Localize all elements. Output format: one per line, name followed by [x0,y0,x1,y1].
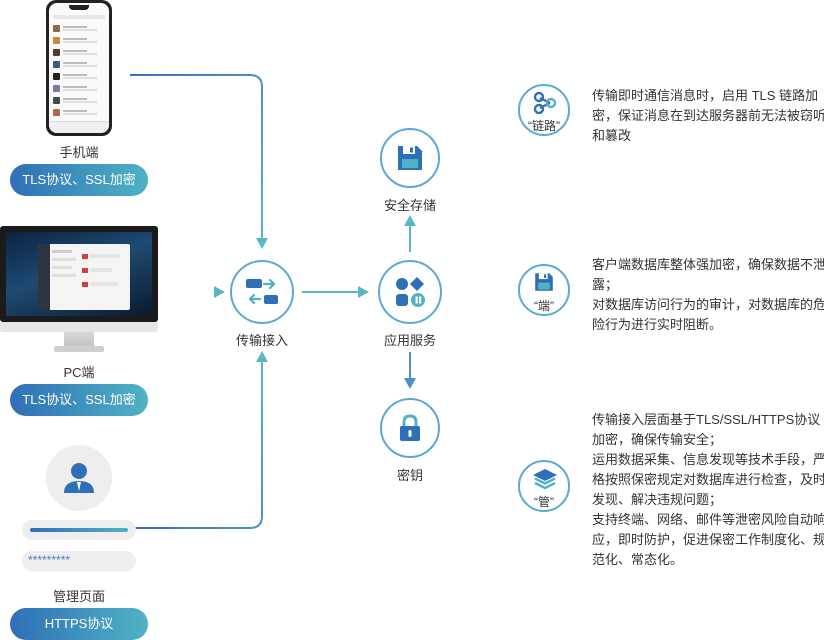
share-nodes-icon [533,92,557,114]
app-to-key-arrowhead [404,378,416,389]
app-service-label: 应用服务 [383,333,436,348]
transport-label: 传输接入 [235,333,288,348]
feature-link-badge: “链路” [518,84,570,136]
pc-arrowhead [214,286,225,298]
feature-endpoint-badge: “端” [518,264,570,316]
monitor-illustration [0,226,158,356]
mobile-arrowhead [256,238,268,249]
admin-protocol-badge: HTTPS协议 [10,608,148,640]
key-node [380,398,440,458]
phone-screen [49,3,109,133]
feature-manage-label: “管” [534,495,554,509]
apps-icon [396,277,425,307]
feature-manage-description: 传输接入层面基于TLS/SSL/HTTPS协议加密，确保传输安全； 运用数据采集… [592,412,824,567]
feature-endpoint-label: “端” [534,299,554,313]
monitor-screen [6,232,152,316]
secure-storage-label: 安全存储 [383,198,436,213]
avatar [46,445,112,511]
transport-to-app-arrowhead [358,286,369,298]
transport-node [230,260,294,324]
feature-endpoint-description: 客户端数据库整体强加密，确保数据不泄露； 对数据库访问行为的审计，对数据库的危险… [592,257,824,332]
pc-caption: PC端 [63,365,95,380]
password-mask: ********* [28,553,71,567]
transfer-icon [246,278,278,305]
admin-caption: 管理页面 [52,589,105,604]
user-icon [64,463,94,493]
secure-storage-node [380,128,440,188]
feature-link-label: “链路” [528,119,560,133]
phone-illustration [46,0,112,136]
app-service-node [378,260,442,324]
key-label: 密钥 [396,468,423,483]
layers-icon [533,469,557,490]
floppy-disk-icon [535,273,553,291]
mobile-caption: 手机端 [59,145,99,160]
admin-arrowhead [256,351,268,362]
pc-protocol-badge: TLS协议、SSL加密 [10,384,148,416]
mobile-connector [130,74,263,238]
username-field[interactable] [22,520,136,540]
app-to-storage-arrowhead [404,215,416,226]
lock-icon [400,414,420,441]
floppy-disk-icon [398,146,422,170]
feature-link-description: 传输即时通信消息时，启用 TLS 链路加密，保证消息在到达服务器前无法被窃听和篡… [592,88,824,143]
admin-connector [130,360,263,529]
feature-manage-badge: “管” [518,460,570,512]
mobile-protocol-badge: TLS协议、SSL加密 [10,164,148,196]
password-field[interactable]: ********* [22,551,136,571]
